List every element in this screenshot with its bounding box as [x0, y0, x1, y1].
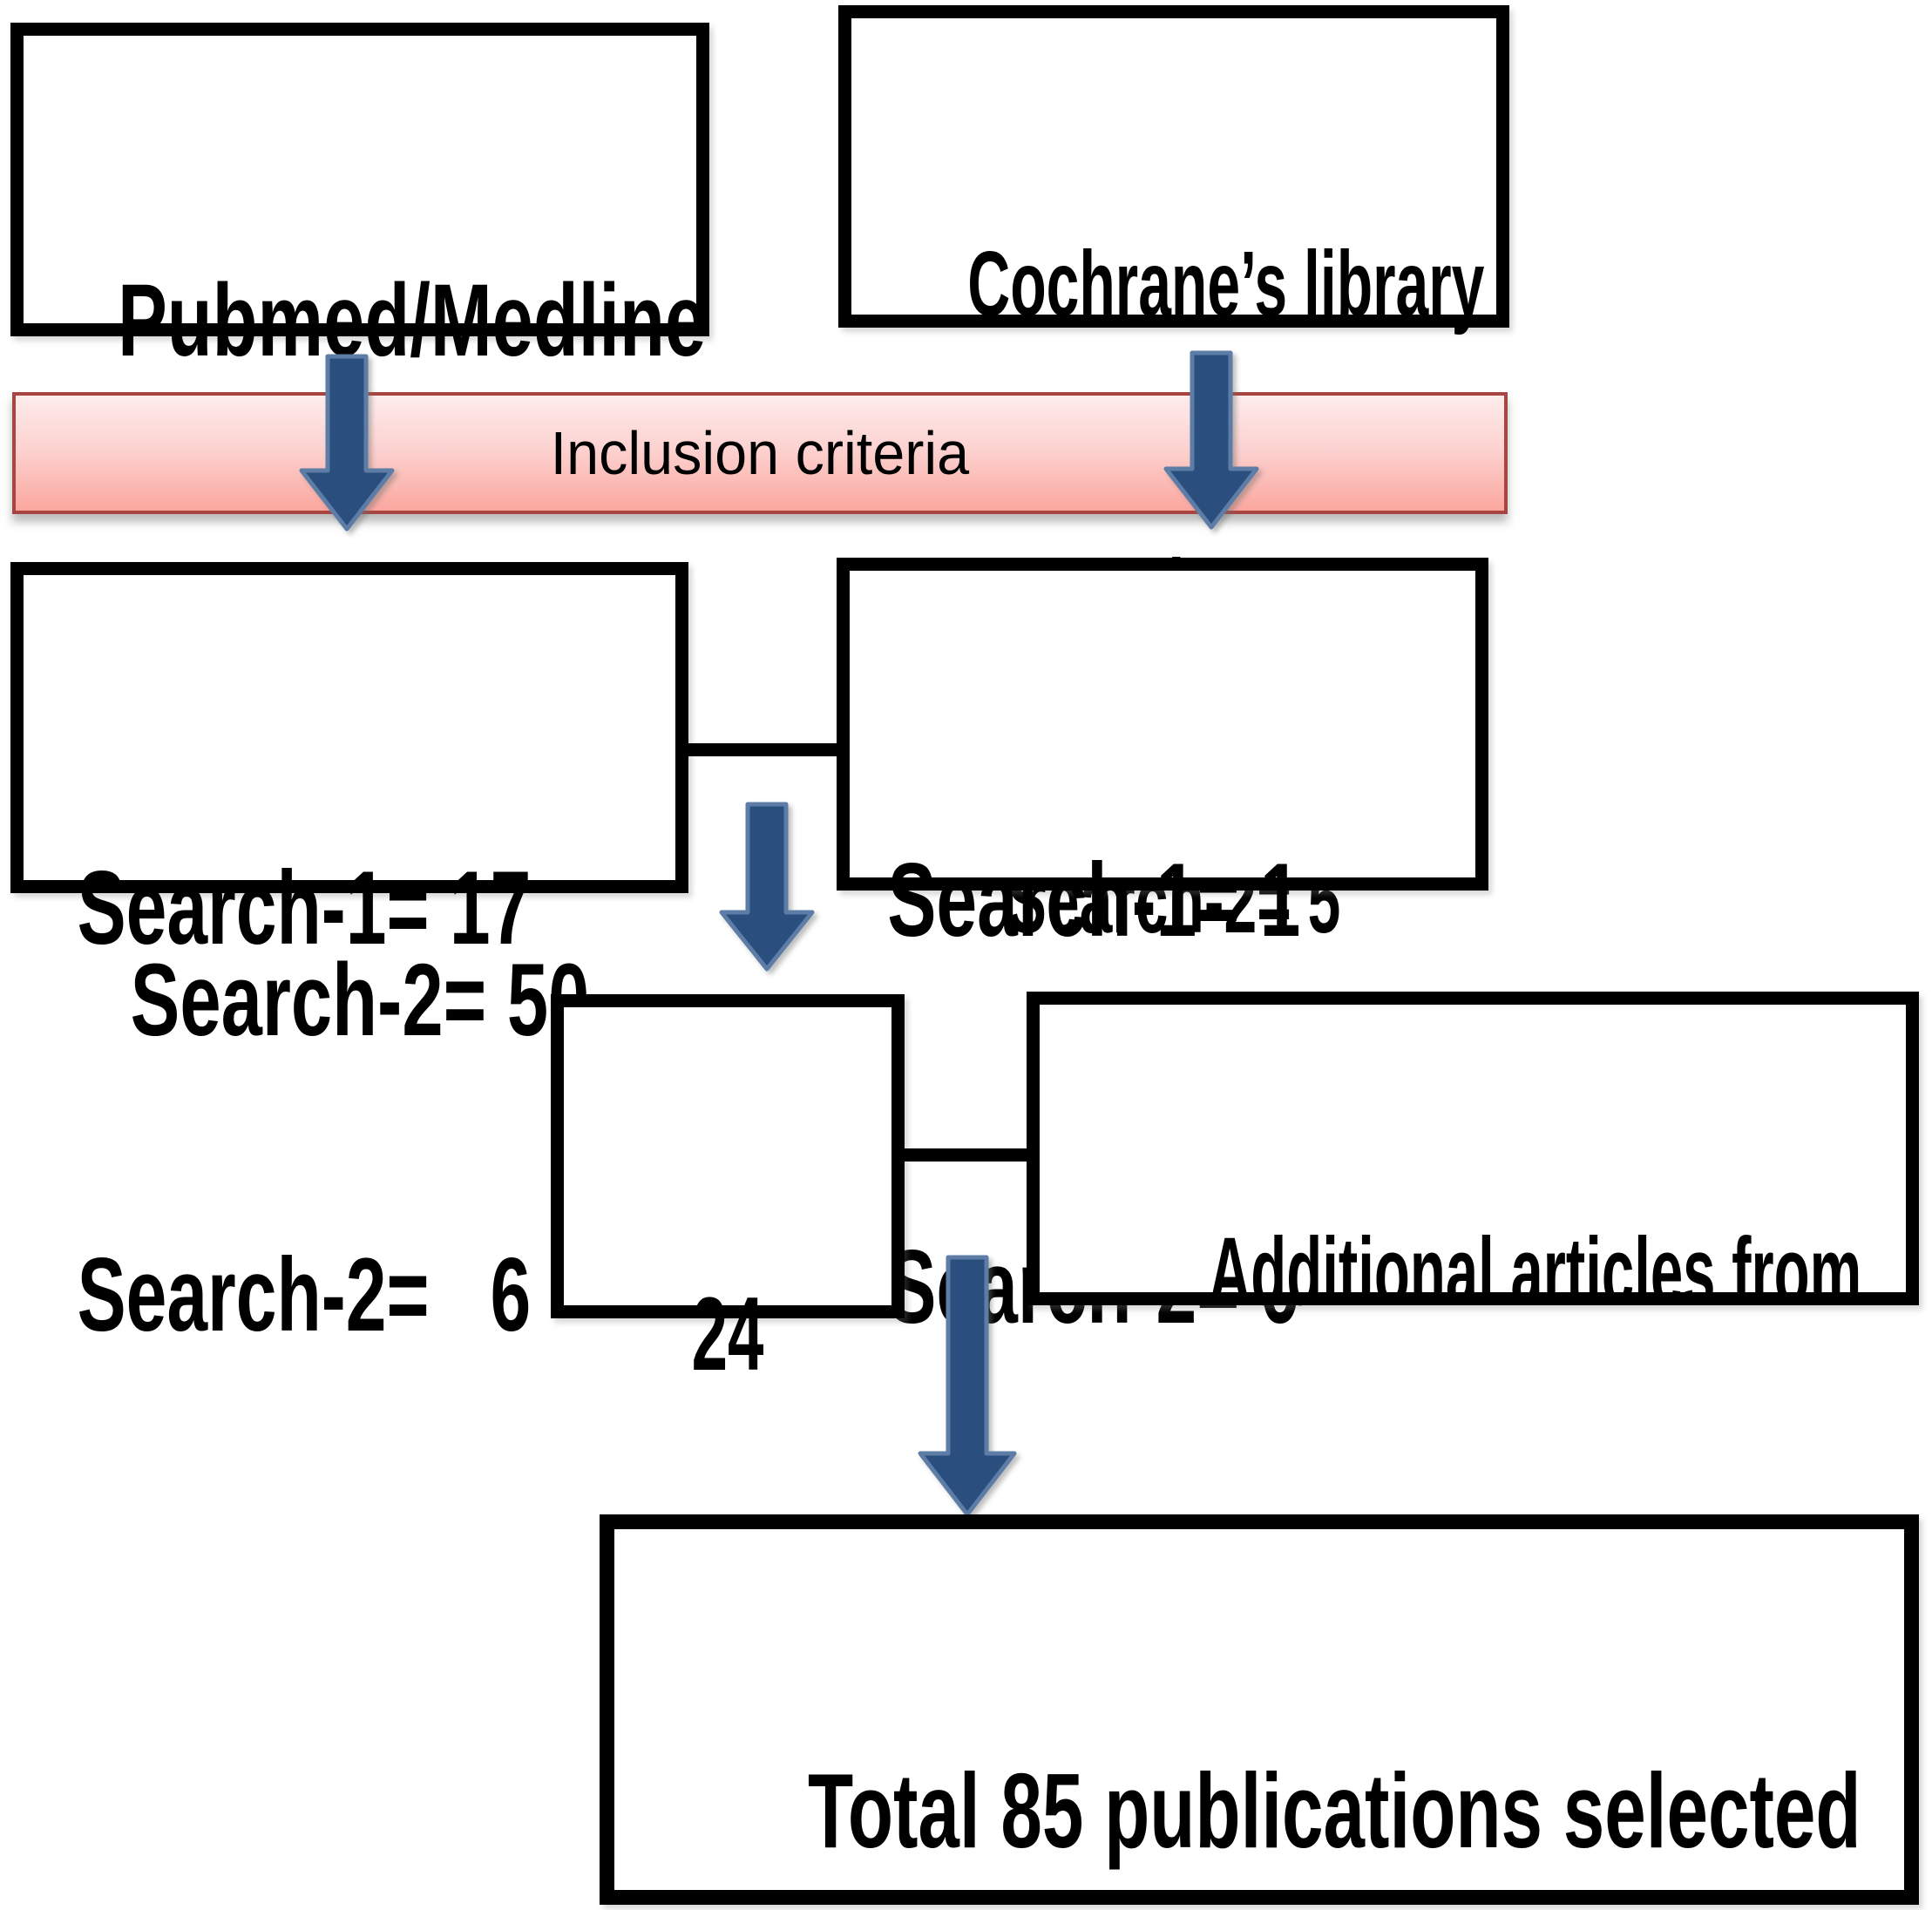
- box-line: Cochrane’s library: [967, 233, 1485, 335]
- box-line: Total 85 publications selected: [808, 1751, 1861, 1870]
- box-line: Search-1= 1: [887, 842, 1301, 958]
- down-arrow-icon: [918, 1255, 1017, 1517]
- cochrane-included-box: Search-1= 1 Search-2= 0: [837, 558, 1488, 1345]
- row3-connector-line: [903, 1148, 1030, 1162]
- pubmed-included-box: Search-1= 17 Search-2= 6: [10, 562, 688, 1353]
- total-publications-box: Total 85 publications selected Animal st…: [600, 1514, 1919, 1905]
- inclusion-criteria-banner: Inclusion criteria: [12, 392, 1508, 514]
- box-line: Search-2= 6: [77, 1236, 532, 1353]
- articles-24-box: 24 articles: [551, 994, 905, 1758]
- inclusion-criteria-label: Inclusion criteria: [550, 419, 970, 487]
- cochrane-library-box: Cochrane’s library Search-1= 6 Search-2=…: [838, 5, 1509, 952]
- down-arrow-icon: [719, 802, 815, 972]
- down-arrow-icon: [1163, 350, 1259, 530]
- box-line: Pubmed/Medline: [118, 263, 707, 378]
- row2-connector-line: [687, 743, 840, 756]
- box-line: 24: [691, 1276, 764, 1392]
- pubmed-included-text: Search-1= 17 Search-2= 6: [24, 575, 532, 1617]
- box-line: Search-1= 17: [77, 850, 532, 966]
- down-arrow-icon: [299, 354, 395, 532]
- pubmed-medline-box: Pubmed/Medline Search-1= 26 Search-2= 50: [10, 23, 709, 1057]
- box-line: Additional articles from: [1208, 1218, 1862, 1325]
- total-publications-text: Total 85 publications selected Animal st…: [808, 1529, 1861, 1910]
- box-line: Search-2= 50: [130, 943, 590, 1058]
- additional-articles-box: Additional articles from Full text searc…: [1027, 992, 1919, 1910]
